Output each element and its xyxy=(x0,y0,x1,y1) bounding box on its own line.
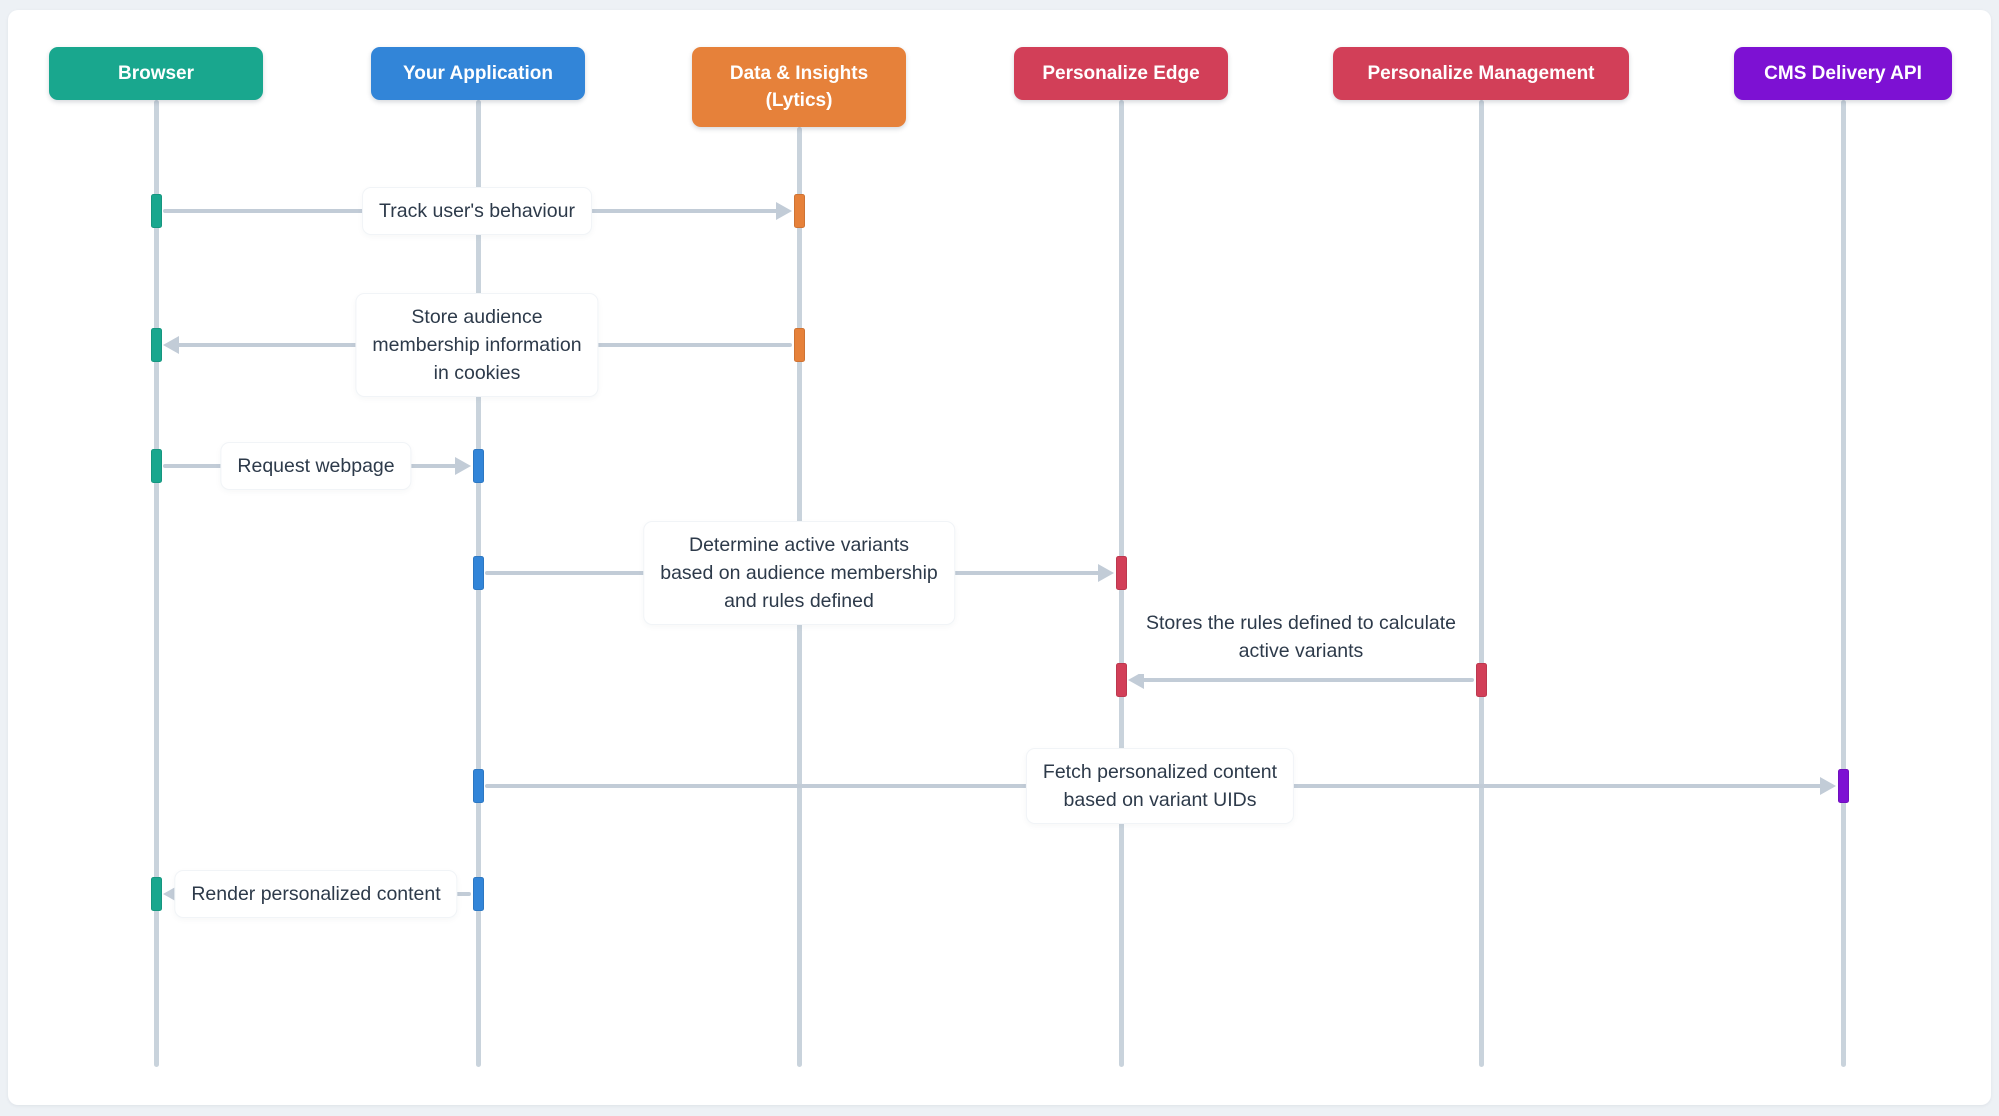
message-label-line: Determine active variants xyxy=(688,534,910,556)
activation-bar-personalize-edge xyxy=(1115,663,1127,697)
actor-label-line: Data & Insights xyxy=(729,63,869,84)
actor-browser: Browser xyxy=(49,47,263,100)
arrowhead-icon xyxy=(776,202,792,220)
arrowhead-icon xyxy=(163,336,179,354)
message-label-line: membership information xyxy=(372,334,582,356)
activation-bar-your-application xyxy=(472,449,484,483)
message-line xyxy=(1142,678,1474,682)
message-label-line: based on variant UIDs xyxy=(1063,789,1257,811)
actor-label-line: Your Application xyxy=(403,63,553,84)
actor-cms-delivery-api: CMS Delivery API xyxy=(1734,47,1952,100)
actor-data-insights-lytics: Data & Insights (Lytics) xyxy=(692,47,906,127)
arrowhead-icon xyxy=(1128,671,1144,689)
message-label-line: Request webpage xyxy=(237,455,395,477)
actor-your-application: Your Application xyxy=(371,47,585,100)
actor-label-line: CMS Delivery API xyxy=(1764,63,1922,84)
activation-bar-browser xyxy=(150,877,162,911)
activation-bar-browser xyxy=(150,449,162,483)
activation-bar-your-application xyxy=(472,769,484,803)
message-label-line: Stores the rules defined to calculate xyxy=(1145,612,1457,634)
arrowhead-icon xyxy=(163,885,179,903)
actor-label-line: Personalize Management xyxy=(1367,63,1595,84)
diagram-card xyxy=(8,10,1991,1105)
message-label: Fetch personalized content based on varia… xyxy=(1026,749,1294,823)
activation-bar-browser xyxy=(150,328,162,362)
message-label-line: based on audience membership xyxy=(660,562,938,584)
message-label-line: Track user's behaviour xyxy=(379,200,575,222)
activation-bar-data-insights-lytics xyxy=(793,194,805,228)
message-label-line: active variants xyxy=(1238,640,1364,662)
lifeline-personalize-management xyxy=(1478,100,1484,1067)
actor-label-line: (Lytics) xyxy=(765,90,833,111)
activation-bar-personalize-edge xyxy=(1115,556,1127,590)
activation-bar-browser xyxy=(150,194,162,228)
activation-bar-data-insights-lytics xyxy=(793,328,805,362)
message-label: Render personalized content xyxy=(175,871,457,917)
message-label-line: Render personalized content xyxy=(191,883,441,905)
message-label-line: in cookies xyxy=(433,362,521,384)
message-label: Stores the rules defined to calculate act… xyxy=(1129,600,1473,674)
actor-label-line: Personalize Edge xyxy=(1042,63,1200,84)
arrowhead-icon xyxy=(455,457,471,475)
message-label-line: Fetch personalized content xyxy=(1042,761,1278,783)
actor-personalize-management: Personalize Management xyxy=(1333,47,1629,100)
activation-bar-your-application xyxy=(472,877,484,911)
lifeline-cms-delivery-api xyxy=(1840,100,1846,1067)
activation-bar-your-application xyxy=(472,556,484,590)
activation-bar-cms-delivery-api xyxy=(1837,769,1849,803)
message-label: Request webpage xyxy=(221,443,411,489)
message-label: Track user's behaviour xyxy=(363,188,591,234)
lifeline-browser xyxy=(153,100,159,1067)
actor-personalize-edge: Personalize Edge xyxy=(1014,47,1228,100)
message-label-line: and rules defined xyxy=(724,590,874,612)
activation-bar-personalize-management xyxy=(1475,663,1487,697)
actor-label-line: Browser xyxy=(117,63,195,84)
message-label: Store audience membership information in c… xyxy=(356,294,598,396)
message-label: Determine active variants based on audien… xyxy=(644,522,954,624)
arrowhead-icon xyxy=(1098,564,1114,582)
message-label-line: Store audience xyxy=(411,306,543,328)
arrowhead-icon xyxy=(1820,777,1836,795)
